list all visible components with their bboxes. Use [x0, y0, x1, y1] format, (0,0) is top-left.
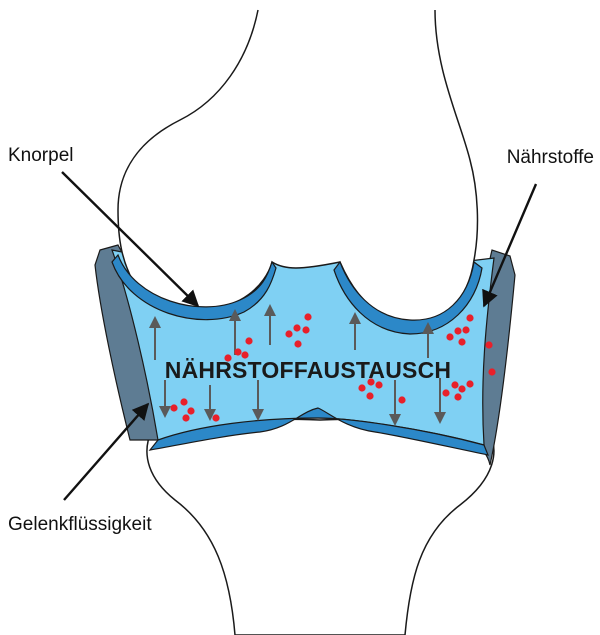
nutrient-dot	[454, 327, 461, 334]
nutrient-dot	[234, 348, 241, 355]
nutrient-dot	[294, 340, 301, 347]
lower-bone	[147, 419, 494, 635]
nutrient-dot	[293, 324, 300, 331]
center-label: NÄHRSTOFFAUSTAUSCH	[165, 357, 451, 383]
nutrient-dot	[170, 404, 177, 411]
nutrient-dot	[304, 313, 311, 320]
nutrient-dot	[285, 330, 292, 337]
nutrient-dot	[180, 398, 187, 405]
nutrient-dot	[358, 384, 365, 391]
nutrient-dot	[488, 368, 495, 375]
nutrient-dot	[454, 393, 461, 400]
nutrient-dot	[302, 326, 309, 333]
nutrient-dot	[245, 337, 252, 344]
nutrient-dot	[398, 396, 405, 403]
nutrient-dot	[458, 338, 465, 345]
label-cartilage: Knorpel	[8, 145, 74, 166]
nutrient-dot	[182, 414, 189, 421]
nutrient-dot	[458, 385, 465, 392]
nutrient-dot	[212, 414, 219, 421]
label-synovial-fluid: Gelenkflüssigkeit	[8, 514, 152, 535]
pointer-synovial-fluid	[64, 404, 148, 500]
nutrient-dot	[462, 326, 469, 333]
nutrient-dot	[466, 314, 473, 321]
nutrient-dot	[466, 380, 473, 387]
nutrient-dot	[187, 407, 194, 414]
nutrient-dot	[451, 381, 458, 388]
nutrient-dot	[442, 389, 449, 396]
nutrient-dot	[366, 392, 373, 399]
nutrient-dot	[446, 333, 453, 340]
nutrient-dot	[485, 341, 492, 348]
label-nutrients: Nährstoffe	[507, 147, 594, 168]
